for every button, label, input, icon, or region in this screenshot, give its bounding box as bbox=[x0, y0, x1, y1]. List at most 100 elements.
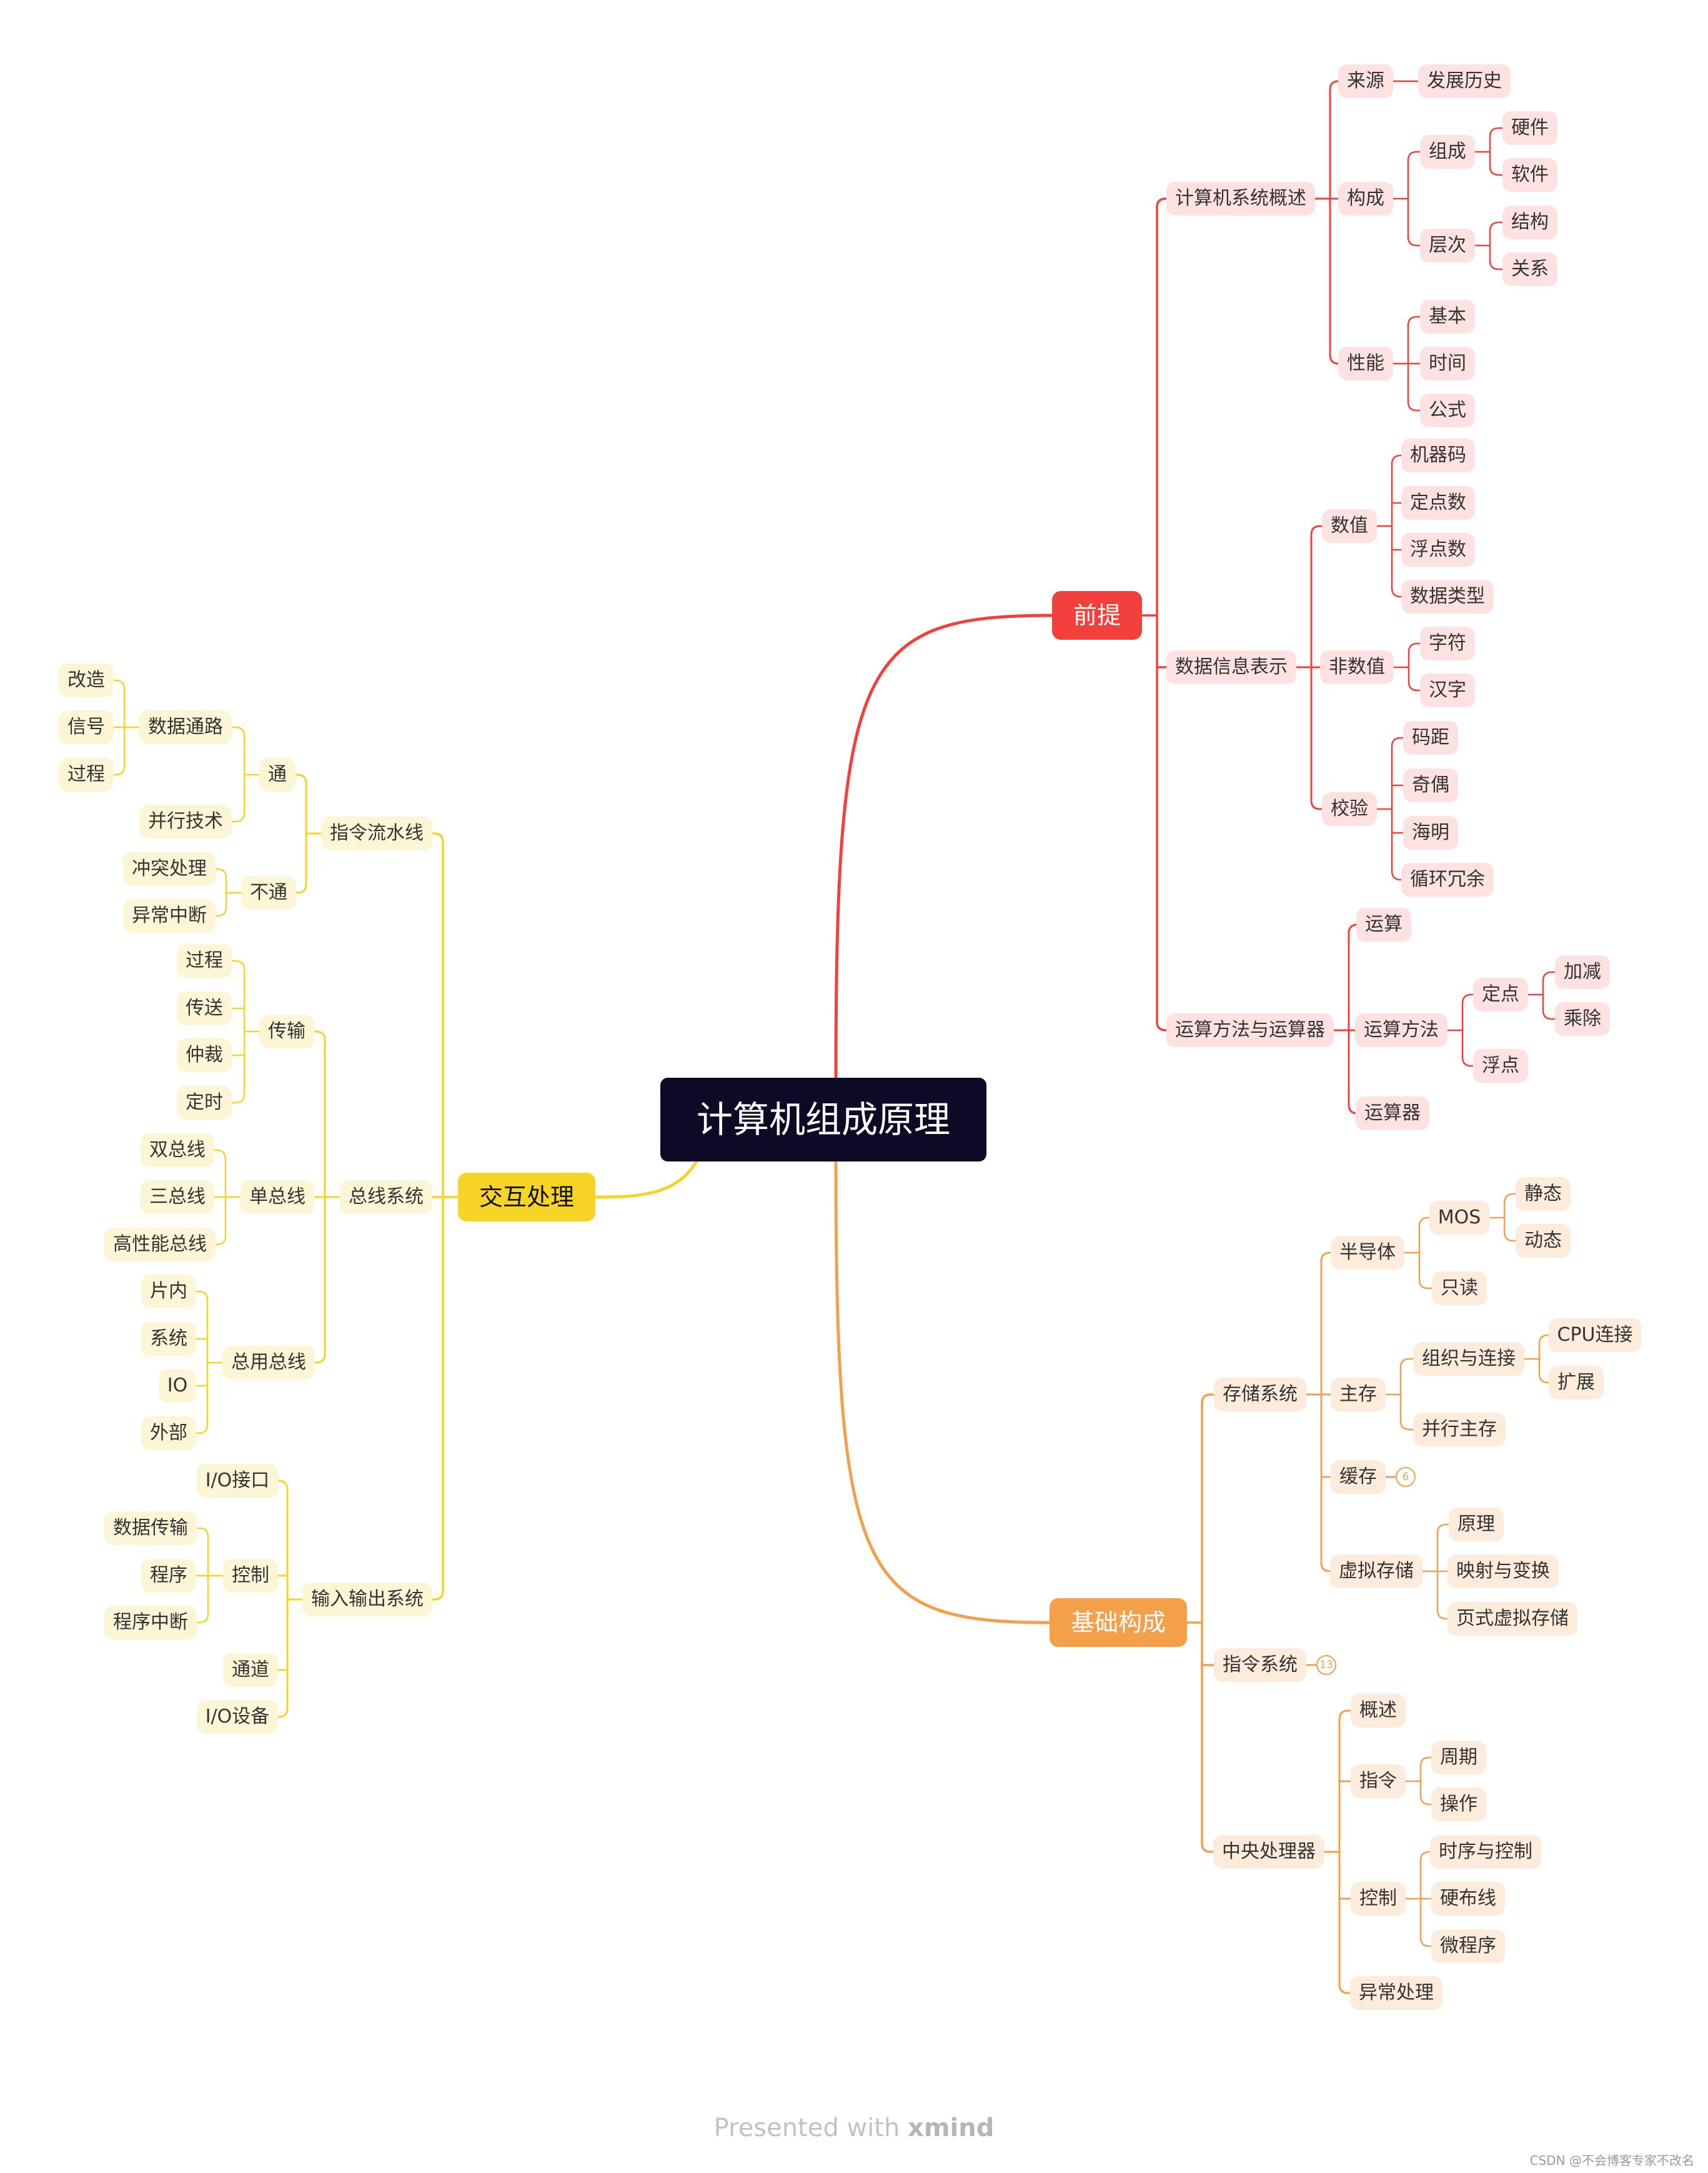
subtopic[interactable]: I/O设备 bbox=[196, 1700, 279, 1734]
subtopic[interactable]: 运算方法与运算器 bbox=[1166, 1013, 1334, 1047]
subtopic[interactable]: 不通 bbox=[241, 876, 296, 910]
subtopic[interactable]: 只读 bbox=[1432, 1271, 1487, 1305]
subtopic[interactable]: 双总线 bbox=[141, 1133, 214, 1167]
central-topic[interactable]: 计算机组成原理 bbox=[660, 1078, 987, 1161]
subtopic[interactable]: 过程 bbox=[177, 944, 232, 978]
subtopic[interactable]: 外部 bbox=[141, 1416, 196, 1450]
subtopic[interactable]: 单总线 bbox=[241, 1180, 314, 1214]
subtopic[interactable]: 组成 bbox=[1420, 135, 1475, 169]
subtopic[interactable]: 三总线 bbox=[141, 1180, 214, 1214]
subtopic[interactable]: 通道 bbox=[223, 1653, 278, 1687]
subtopic[interactable]: 性能 bbox=[1338, 347, 1393, 380]
subtopic[interactable]: 硬布线 bbox=[1431, 1882, 1505, 1916]
main-topic[interactable]: 交互处理 bbox=[457, 1173, 596, 1221]
subtopic[interactable]: 改造 bbox=[59, 664, 114, 697]
subtopic[interactable]: MOS bbox=[1429, 1201, 1490, 1235]
subtopic[interactable]: 并行主存 bbox=[1413, 1413, 1506, 1446]
main-topic[interactable]: 前提 bbox=[1051, 591, 1143, 640]
subtopic[interactable]: 层次 bbox=[1420, 229, 1475, 262]
collapsed-count-badge[interactable]: 13 bbox=[1316, 1655, 1336, 1675]
subtopic[interactable]: 片内 bbox=[141, 1275, 196, 1308]
subtopic[interactable]: 软件 bbox=[1502, 158, 1557, 192]
subtopic[interactable]: 原理 bbox=[1449, 1508, 1504, 1541]
subtopic[interactable]: 扩展 bbox=[1549, 1366, 1604, 1400]
subtopic[interactable]: 动态 bbox=[1516, 1224, 1571, 1258]
subtopic[interactable]: 硬件 bbox=[1502, 111, 1557, 145]
subtopic[interactable]: 加减 bbox=[1555, 955, 1610, 989]
subtopic[interactable]: I/O接口 bbox=[196, 1464, 279, 1498]
subtopic[interactable]: 码距 bbox=[1403, 721, 1458, 755]
subtopic[interactable]: 来源 bbox=[1338, 64, 1393, 98]
subtopic[interactable]: 计算机系统概述 bbox=[1166, 182, 1315, 216]
subtopic[interactable]: 校验 bbox=[1322, 792, 1377, 826]
subtopic[interactable]: 定时 bbox=[177, 1086, 232, 1120]
subtopic[interactable]: 指令流水线 bbox=[321, 817, 432, 850]
subtopic[interactable]: 组织与连接 bbox=[1413, 1342, 1524, 1376]
subtopic[interactable]: 时间 bbox=[1420, 347, 1475, 380]
subtopic[interactable]: 数据类型 bbox=[1401, 580, 1494, 614]
subtopic[interactable]: 定点 bbox=[1473, 978, 1528, 1012]
subtopic[interactable]: 静态 bbox=[1516, 1177, 1571, 1211]
subtopic[interactable]: 运算器 bbox=[1356, 1096, 1429, 1130]
subtopic[interactable]: 输入输出系统 bbox=[302, 1583, 432, 1616]
subtopic[interactable]: 概述 bbox=[1351, 1694, 1406, 1728]
subtopic[interactable]: 公式 bbox=[1420, 394, 1475, 427]
subtopic[interactable]: 总线系统 bbox=[340, 1180, 432, 1214]
collapsed-count-badge[interactable]: 6 bbox=[1396, 1467, 1416, 1487]
subtopic[interactable]: 冲突处理 bbox=[123, 852, 216, 886]
subtopic[interactable]: 系统 bbox=[141, 1322, 196, 1356]
subtopic[interactable]: 传送 bbox=[177, 992, 232, 1025]
subtopic[interactable]: 循环冗余 bbox=[1401, 863, 1494, 897]
subtopic[interactable]: 中央处理器 bbox=[1213, 1835, 1324, 1869]
subtopic[interactable]: 海明 bbox=[1403, 816, 1458, 850]
subtopic[interactable]: 缓存 bbox=[1331, 1460, 1386, 1494]
subtopic[interactable]: 时序与控制 bbox=[1430, 1835, 1541, 1869]
subtopic[interactable]: 定点数 bbox=[1401, 486, 1475, 520]
subtopic[interactable]: 数据传输 bbox=[104, 1511, 197, 1545]
subtopic[interactable]: 奇偶 bbox=[1403, 768, 1458, 802]
subtopic[interactable]: 运算方法 bbox=[1355, 1013, 1447, 1047]
subtopic[interactable]: 并行技术 bbox=[139, 805, 232, 838]
subtopic[interactable]: 虚拟存储 bbox=[1330, 1554, 1423, 1588]
subtopic[interactable]: 控制 bbox=[223, 1559, 278, 1593]
subtopic[interactable]: IO bbox=[158, 1369, 197, 1403]
subtopic[interactable]: 浮点数 bbox=[1401, 533, 1475, 567]
subtopic[interactable]: 高性能总线 bbox=[104, 1228, 216, 1261]
subtopic[interactable]: 浮点 bbox=[1473, 1049, 1528, 1083]
subtopic[interactable]: 非数值 bbox=[1320, 650, 1394, 684]
subtopic[interactable]: 映射与变换 bbox=[1447, 1554, 1559, 1588]
subtopic[interactable]: 汉字 bbox=[1420, 674, 1475, 707]
subtopic[interactable]: 主存 bbox=[1331, 1378, 1386, 1411]
subtopic[interactable]: 传输 bbox=[259, 1015, 314, 1048]
subtopic[interactable]: 总用总线 bbox=[222, 1346, 315, 1380]
subtopic[interactable]: 机器码 bbox=[1401, 439, 1475, 472]
subtopic[interactable]: 程序 bbox=[141, 1559, 196, 1593]
subtopic[interactable]: 信号 bbox=[59, 710, 114, 744]
subtopic[interactable]: 基本 bbox=[1420, 300, 1475, 334]
subtopic[interactable]: 数据信息表示 bbox=[1166, 650, 1296, 684]
subtopic[interactable]: 字符 bbox=[1420, 627, 1475, 660]
subtopic[interactable]: 异常中断 bbox=[123, 899, 216, 933]
subtopic[interactable]: 发展历史 bbox=[1418, 64, 1511, 98]
subtopic[interactable]: 周期 bbox=[1431, 1741, 1486, 1774]
subtopic[interactable]: 构成 bbox=[1338, 182, 1393, 216]
subtopic[interactable]: 指令系统 bbox=[1214, 1648, 1306, 1682]
subtopic[interactable]: 结构 bbox=[1502, 206, 1557, 239]
subtopic[interactable]: 存储系统 bbox=[1214, 1378, 1306, 1411]
subtopic[interactable]: 乘除 bbox=[1555, 1002, 1610, 1036]
main-topic[interactable]: 基础构成 bbox=[1049, 1598, 1188, 1647]
subtopic[interactable]: 数值 bbox=[1322, 509, 1377, 543]
subtopic[interactable]: 仲裁 bbox=[177, 1038, 232, 1072]
subtopic[interactable]: 通 bbox=[259, 758, 295, 792]
subtopic[interactable]: 程序中断 bbox=[104, 1606, 197, 1639]
subtopic[interactable]: 控制 bbox=[1351, 1882, 1406, 1916]
subtopic[interactable]: 异常处理 bbox=[1350, 1976, 1442, 2010]
subtopic[interactable]: 半导体 bbox=[1331, 1236, 1404, 1270]
subtopic[interactable]: 运算 bbox=[1356, 908, 1411, 942]
subtopic[interactable]: 过程 bbox=[59, 758, 114, 792]
subtopic[interactable]: 操作 bbox=[1431, 1788, 1486, 1821]
subtopic[interactable]: 页式虚拟存储 bbox=[1447, 1602, 1577, 1636]
subtopic[interactable]: 指令 bbox=[1351, 1764, 1406, 1798]
subtopic[interactable]: 数据通路 bbox=[139, 710, 232, 744]
subtopic[interactable]: 关系 bbox=[1502, 252, 1557, 286]
